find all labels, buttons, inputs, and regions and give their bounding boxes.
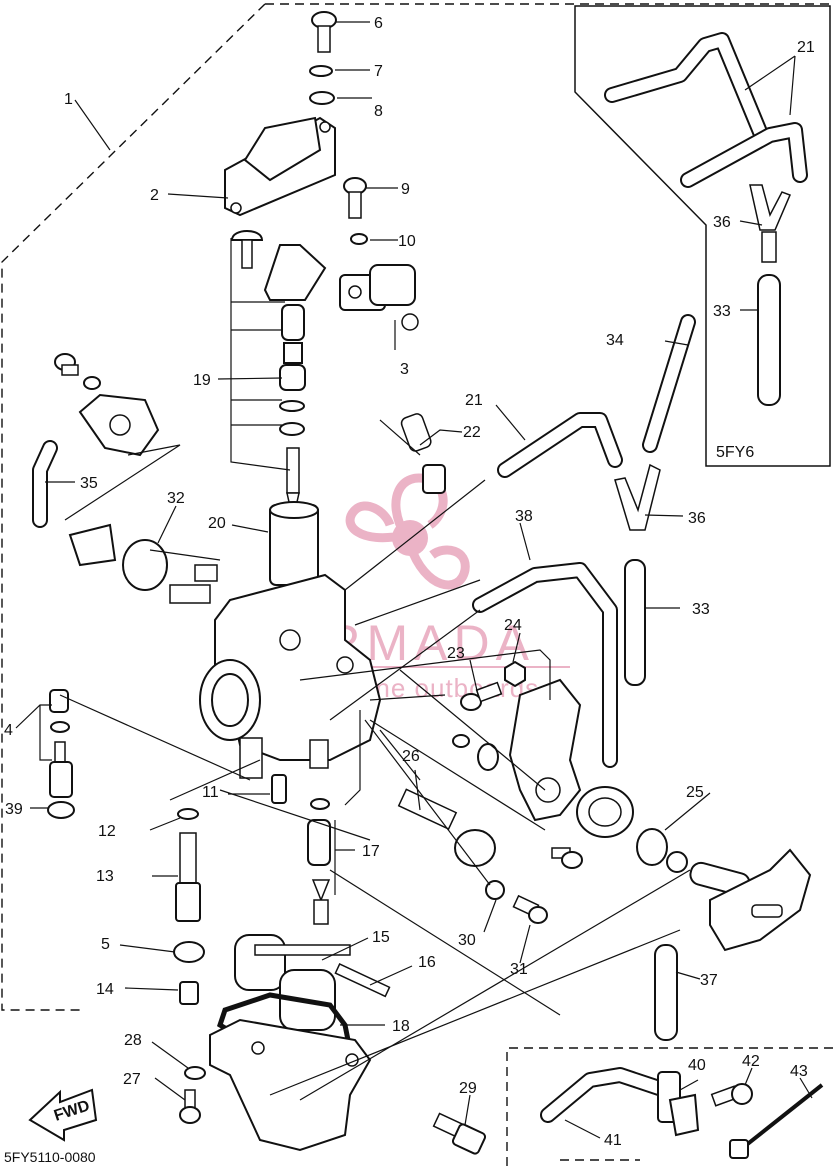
- callout-7: 7: [374, 63, 383, 80]
- callout-15: 15: [372, 929, 390, 946]
- float-15: [234, 934, 351, 1031]
- throttle-lever-bracket: [452, 678, 582, 822]
- screw-27: [179, 1089, 201, 1124]
- inset-code-5fy6: 5FY6: [716, 444, 754, 461]
- callout-36: 36: [688, 510, 706, 527]
- callout-27: 27: [123, 1071, 141, 1088]
- float-bowl: [209, 1018, 372, 1152]
- washer-8: [309, 91, 335, 105]
- inset-lower-right: [506, 1047, 835, 1166]
- callout-8: 8: [374, 103, 383, 120]
- main-jet-11: [271, 774, 287, 804]
- callout-19: 19: [193, 372, 211, 389]
- inset-5fy6: [574, 5, 831, 467]
- callout-26: 26: [402, 748, 420, 765]
- callout-21-inset: 21: [797, 39, 815, 56]
- screw-42: [710, 1083, 753, 1107]
- callout-33: 33: [692, 601, 710, 618]
- carburetor-body: [199, 573, 382, 779]
- callout-35: 35: [80, 475, 98, 492]
- cover-2: [224, 116, 336, 217]
- callout-37: 37: [700, 972, 718, 989]
- callout-25: 25: [686, 784, 704, 801]
- callout-9: 9: [401, 181, 410, 198]
- callout-42: 42: [742, 1053, 760, 1070]
- callout-23: 23: [447, 645, 465, 662]
- callout-41: 41: [604, 1132, 622, 1149]
- callout-11: 11: [202, 784, 219, 801]
- screw-9: [343, 177, 367, 219]
- spring-25: [576, 786, 688, 873]
- callout-16: 16: [418, 954, 436, 971]
- spring-39: [47, 801, 75, 819]
- callout-29: 29: [459, 1080, 477, 1097]
- callout-34: 34: [606, 332, 624, 349]
- callout-14: 14: [96, 981, 114, 998]
- choke-lever: [54, 353, 160, 457]
- hose-33: [624, 559, 646, 686]
- callout-24: 24: [504, 617, 522, 634]
- callout-22: 22: [463, 424, 481, 441]
- drain-screw-29: [432, 1112, 487, 1155]
- float-valve-17: [307, 798, 331, 925]
- throttle-stop-3: [339, 264, 419, 331]
- callout-17: 17: [362, 843, 380, 860]
- cable-tie-43: [729, 1083, 824, 1159]
- callout-4: 4: [4, 722, 13, 739]
- joint-36: [614, 463, 661, 531]
- assembly-guide-lines: [59, 419, 691, 1101]
- clip-10: [350, 233, 368, 245]
- diagram-code: 5FY5110-0080: [4, 1149, 96, 1165]
- leader-lines: [15, 21, 813, 1139]
- nut-24: [504, 660, 526, 688]
- callout-33-inset: 33: [713, 303, 731, 320]
- hose-37: [654, 944, 678, 1041]
- callout-21: 21: [465, 392, 483, 409]
- callout-2: 2: [150, 187, 159, 204]
- callout-3: 3: [400, 361, 409, 378]
- callout-28: 28: [124, 1032, 142, 1049]
- valve-bracket-leader: [230, 238, 291, 471]
- callout-6: 6: [374, 15, 383, 32]
- screw-31: [512, 847, 583, 924]
- callout-30: 30: [458, 932, 476, 949]
- callout-39: 39: [5, 801, 23, 818]
- idle-screw-26: [397, 788, 496, 867]
- needle-jet-13: [175, 832, 201, 922]
- clamp-40: [657, 1071, 700, 1137]
- callout-13: 13: [96, 868, 114, 885]
- screw-6: [311, 11, 337, 53]
- washer-5: [173, 941, 205, 963]
- callout-5: 5: [101, 936, 110, 953]
- choke-bracket-leader: [64, 444, 221, 561]
- callout-10: 10: [398, 233, 416, 250]
- callout-43: 43: [790, 1063, 808, 1080]
- callout-40: 40: [688, 1057, 706, 1074]
- float-pin-16: [334, 963, 391, 998]
- throttle-cam: [689, 848, 812, 952]
- callout-20: 20: [208, 515, 226, 532]
- washer-30: [485, 880, 505, 900]
- callout-38: 38: [515, 508, 533, 525]
- valve-stack-19: [230, 230, 327, 521]
- fwd-arrow-icon: FWD: [28, 1088, 98, 1142]
- assembly-boundary: [1, 3, 835, 1161]
- watermark-propeller-icon: [345, 473, 470, 590]
- callout-labels: 1 2 3 4 5 6 7 8 9 10 11 12 13 14 15 16 1…: [4, 15, 815, 1149]
- washer-7: [309, 65, 333, 77]
- callout-31: 31: [510, 961, 528, 978]
- callout-12: 12: [98, 823, 116, 840]
- screw-23: [460, 681, 503, 711]
- callout-36-inset: 36: [713, 214, 731, 231]
- pilot-screw-4: [49, 689, 73, 798]
- plug-14: [179, 981, 199, 1005]
- callout-1: 1: [64, 91, 73, 108]
- callout-18: 18: [392, 1018, 410, 1035]
- starter-plunger-32: [68, 523, 218, 604]
- callout-32: 32: [167, 490, 185, 507]
- washer-28: [184, 1066, 206, 1080]
- o-ring-12: [177, 808, 199, 820]
